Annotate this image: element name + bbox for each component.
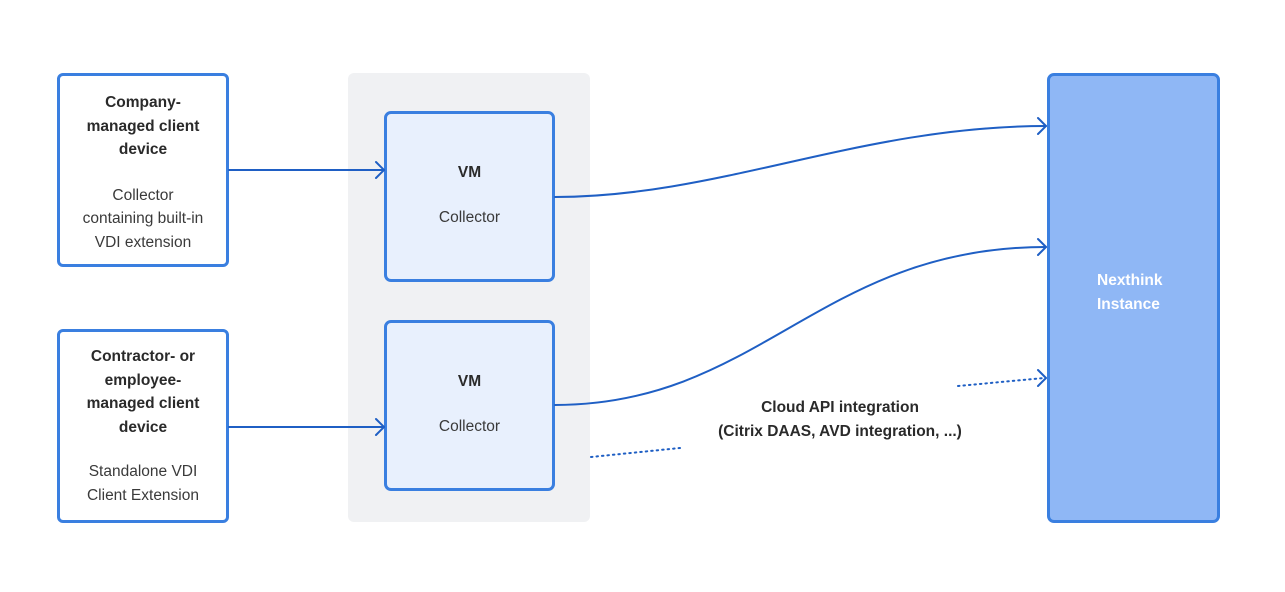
title-line: Contractor- or bbox=[90, 348, 196, 365]
company-managed-device-title: Company- managed client device bbox=[87, 91, 200, 162]
contractor-managed-device-box: Contractor- or employee- managed client … bbox=[57, 329, 229, 523]
contractor-managed-device-subtitle: Standalone VDI Client Extension bbox=[87, 460, 199, 507]
title-line: managed client bbox=[86, 395, 200, 412]
edge-cloud-api-right-dotted bbox=[957, 377, 1045, 387]
vm-subtitle: Collector bbox=[438, 418, 501, 435]
vm-box-1: VM Collector bbox=[384, 111, 555, 282]
title-line: managed client bbox=[86, 117, 200, 135]
subtitle-line: containing built-in bbox=[82, 210, 204, 227]
company-managed-device-subtitle: Collector containing built-in VDI extens… bbox=[83, 184, 204, 255]
edge-vm2-to-nexthink bbox=[554, 246, 1047, 406]
vm-title: VM bbox=[457, 373, 482, 390]
title-line: Instance bbox=[1097, 295, 1160, 313]
subtitle-line: Client Extension bbox=[86, 486, 199, 504]
contractor-managed-device-title: Contractor- or employee- managed client … bbox=[87, 345, 200, 439]
arrowhead-icon bbox=[1037, 369, 1047, 387]
edge-vm1-to-nexthink bbox=[554, 125, 1047, 198]
arrowhead-icon bbox=[1037, 117, 1047, 135]
cloud-api-subtitle: (Citrix DAAS, AVD integration, ...) bbox=[718, 422, 962, 440]
company-managed-device-box: Company- managed client device Collector… bbox=[57, 73, 229, 267]
subtitle-line: Standalone VDI bbox=[88, 463, 198, 480]
vm-subtitle: Collector bbox=[438, 209, 501, 226]
arrowhead-icon bbox=[1037, 238, 1047, 256]
title-line: Company- bbox=[105, 94, 181, 111]
cloud-api-label: Cloud API integration (Citrix DAAS, AVD … bbox=[670, 396, 1010, 443]
title-line: device bbox=[118, 141, 168, 158]
subtitle-line: Collector bbox=[112, 186, 174, 204]
subtitle-line: VDI extension bbox=[94, 233, 192, 251]
nexthink-instance-box: Nexthink Instance bbox=[1047, 73, 1220, 523]
vm-box-2: VM Collector bbox=[384, 320, 555, 491]
arrowhead-icon bbox=[375, 161, 385, 179]
nexthink-instance-label: Nexthink Instance bbox=[1097, 269, 1162, 316]
vm-title: VM bbox=[457, 164, 482, 181]
arrowhead-icon bbox=[375, 418, 385, 436]
edge-cloud-api-left-dotted bbox=[590, 447, 681, 458]
title-line: employee- bbox=[104, 371, 182, 389]
title-line: Nexthink bbox=[1097, 272, 1163, 289]
cloud-api-title: Cloud API integration bbox=[761, 399, 919, 416]
title-line: device bbox=[118, 418, 168, 436]
